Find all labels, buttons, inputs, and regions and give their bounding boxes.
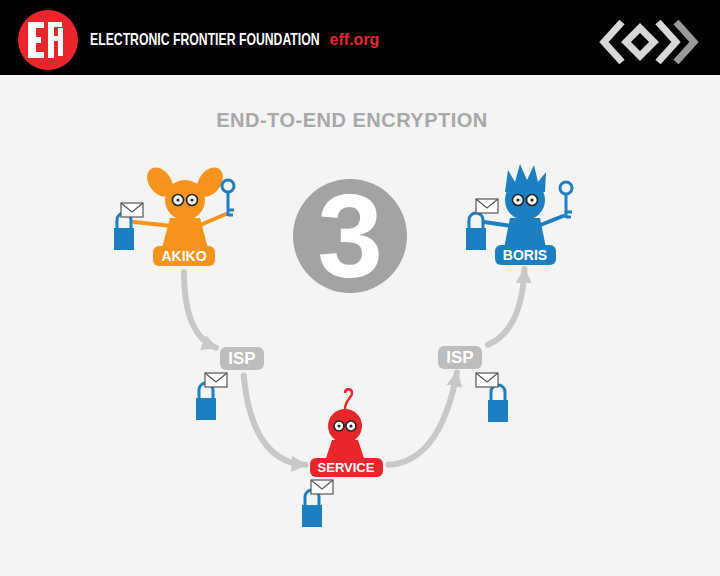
locked-messages bbox=[196, 373, 508, 527]
boris-figure bbox=[466, 164, 572, 250]
service-label: SERVICE bbox=[310, 458, 383, 477]
website-label: eff.org bbox=[330, 31, 380, 49]
node-label: ISP bbox=[228, 350, 255, 367]
flow-arrow bbox=[184, 272, 216, 348]
node-label: AKIKO bbox=[161, 249, 206, 263]
flow-arrow bbox=[488, 269, 524, 345]
node-label: SERVICE bbox=[318, 461, 375, 474]
node-label: ISP bbox=[446, 349, 473, 366]
diagram-title: END-TO-END ENCRYPTION bbox=[216, 109, 488, 132]
website-label-holder: eff.org bbox=[330, 31, 380, 49]
isp-label: ISP bbox=[438, 346, 482, 369]
eff-logo bbox=[18, 10, 78, 70]
flow-arrow bbox=[244, 376, 306, 465]
corner-logo bbox=[604, 22, 694, 62]
organisation-name: ELECTRONIC FRONTIER FOUNDATION bbox=[90, 30, 320, 50]
isp-label: ISP bbox=[220, 347, 264, 370]
step-number-circle: 3 bbox=[293, 179, 407, 293]
akiko-figure bbox=[114, 163, 234, 250]
person-label: AKIKO bbox=[153, 246, 215, 266]
person-label: BORIS bbox=[495, 245, 556, 265]
diagram-title-holder: END-TO-END ENCRYPTION bbox=[216, 109, 488, 132]
node-label: BORIS bbox=[503, 248, 547, 262]
service-figure bbox=[326, 389, 364, 458]
step-number: 3 bbox=[317, 177, 383, 295]
flow-arrow bbox=[389, 373, 458, 465]
